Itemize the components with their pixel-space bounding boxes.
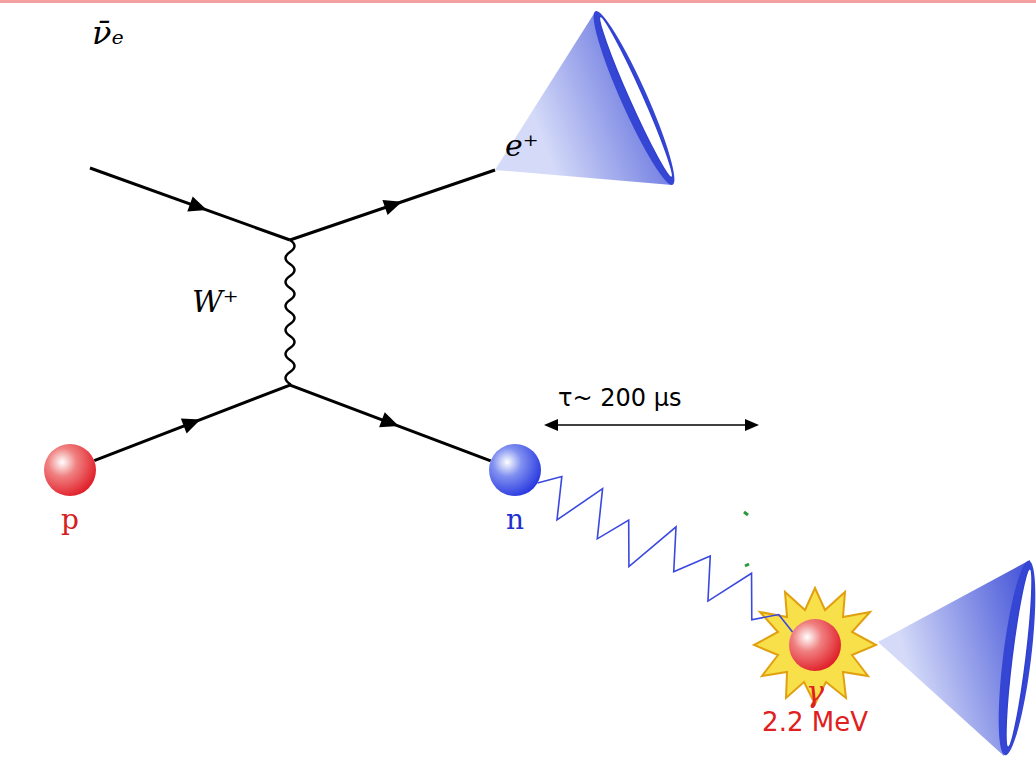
w-boson-label: W⁺ — [192, 284, 239, 319]
particle-label: γ — [806, 677, 824, 707]
w-boson-line — [286, 240, 295, 385]
capture-nucleus: γ2.2 MeV — [789, 619, 841, 671]
arrowhead — [544, 419, 558, 431]
cone-rim — [594, 14, 678, 180]
positron-label: e⁺ — [505, 128, 539, 163]
particle-label: p — [61, 506, 79, 534]
arrowhead — [745, 419, 759, 431]
energy-label: 2.2 MeV — [762, 709, 868, 735]
cone-rim — [583, 6, 684, 190]
antineutrino-line — [90, 168, 290, 240]
cone-rim — [991, 559, 1036, 757]
top-band — [0, 0, 1036, 3]
neutron-random-walk — [537, 476, 792, 631]
arrowhead — [181, 412, 204, 433]
cone-rim — [1001, 568, 1036, 748]
particle-label: n — [506, 506, 524, 534]
nucleon-line — [94, 385, 490, 461]
connector-line — [537, 476, 792, 631]
connector-line — [94, 385, 490, 461]
positron-line — [290, 170, 495, 240]
neutron: n — [489, 444, 541, 496]
arrowhead — [382, 194, 404, 215]
lifetime-label: τ~ 200 μs — [558, 384, 681, 412]
lifetime-arrow — [556, 424, 747, 426]
spark — [744, 512, 749, 566]
arrowhead — [379, 412, 401, 433]
antineutrino-label: ν̄ₑ — [92, 14, 124, 52]
arrowhead — [187, 196, 209, 217]
proton: p — [44, 444, 96, 496]
